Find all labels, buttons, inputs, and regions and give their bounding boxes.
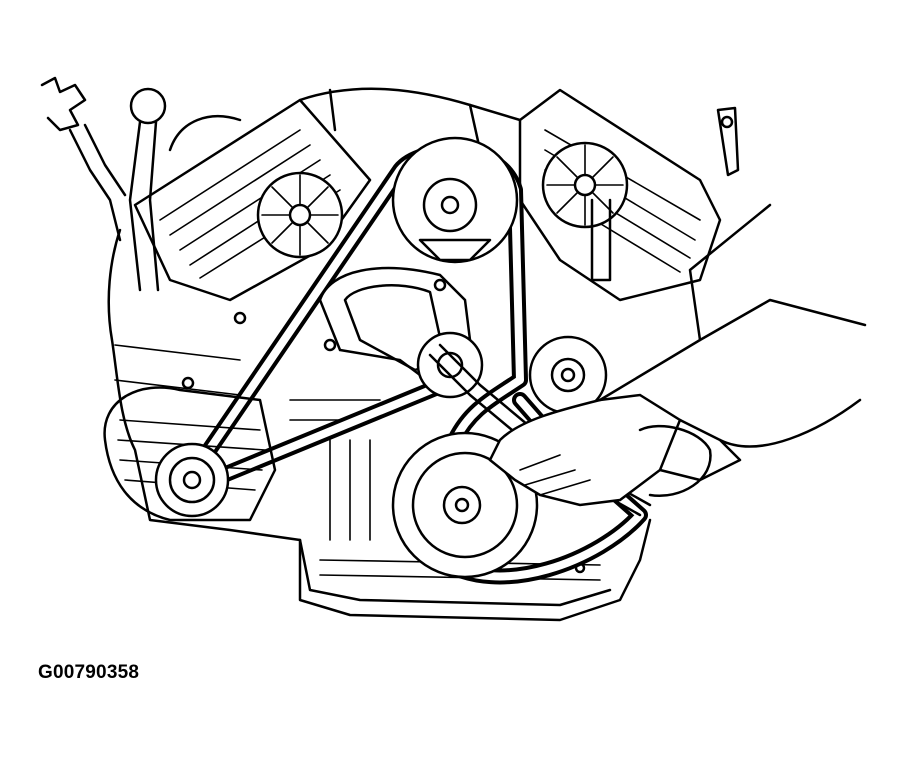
left-distributor <box>256 171 344 259</box>
power-steering-pulley <box>391 136 519 264</box>
misc-detail-lines <box>114 311 712 574</box>
hose-bracket <box>40 76 127 242</box>
idler-pulley <box>416 331 484 399</box>
figure-id-label: G00790358 <box>38 662 140 683</box>
right-distributor <box>541 141 629 282</box>
engine-drive-belt-diagram <box>40 76 867 622</box>
hand-with-wrench <box>428 203 867 517</box>
alternator <box>103 386 277 522</box>
engine-block <box>107 228 652 622</box>
left-valve-cover <box>133 98 372 302</box>
oil-dipstick <box>128 87 167 292</box>
lifting-bracket <box>716 106 740 177</box>
